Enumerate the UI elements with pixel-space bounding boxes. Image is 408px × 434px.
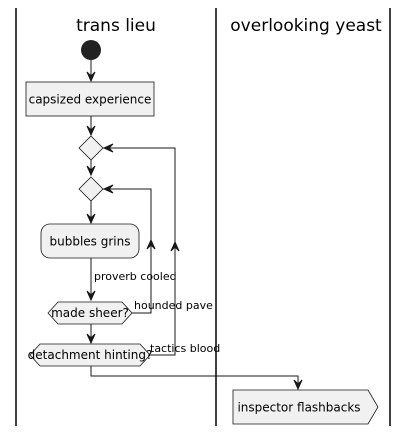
arrowhead <box>86 213 96 225</box>
edge-loop-detachment <box>103 147 176 356</box>
arrowhead <box>146 238 156 250</box>
edge-label-tactics-blood: tactics blood <box>150 342 220 355</box>
arrowhead <box>86 290 96 302</box>
action-bubbles-grins <box>40 223 140 259</box>
start-node <box>81 40 101 60</box>
edge-label-hounded-pave: hounded pave <box>134 299 213 312</box>
arrowhead <box>102 143 114 153</box>
action-capsized-experience <box>25 81 155 117</box>
merge-diamond-inner <box>78 176 104 202</box>
signal-inspector-flashbacks-label: inspector flashbacks <box>237 401 360 415</box>
decision-made-sheer-label: made sheer? <box>51 306 129 320</box>
edge-loop-made-sheer <box>103 188 152 314</box>
merge-diamond-outer <box>78 135 104 161</box>
decision-detachment-hinting-label: detachment hinting? <box>28 348 153 362</box>
action-capsized-experience-label: capsized experience <box>29 93 152 107</box>
arrowhead <box>86 333 96 345</box>
lane-title-trans-lieu: trans lieu <box>76 16 156 36</box>
edge-label-proverb-cooled: proverb cooled <box>94 270 177 283</box>
arrowhead <box>86 125 96 137</box>
signal-inspector-flashbacks <box>232 389 379 425</box>
arrowhead <box>102 184 114 194</box>
arrowhead <box>293 379 303 391</box>
arrowhead <box>170 240 180 252</box>
action-bubbles-grins-label: bubbles grins <box>50 235 131 249</box>
lane-title-overlooking-yeast: overlooking yeast <box>230 16 382 36</box>
edge-detachment-inspector <box>90 366 299 388</box>
arrowhead <box>86 71 96 83</box>
arrowhead <box>86 165 96 177</box>
